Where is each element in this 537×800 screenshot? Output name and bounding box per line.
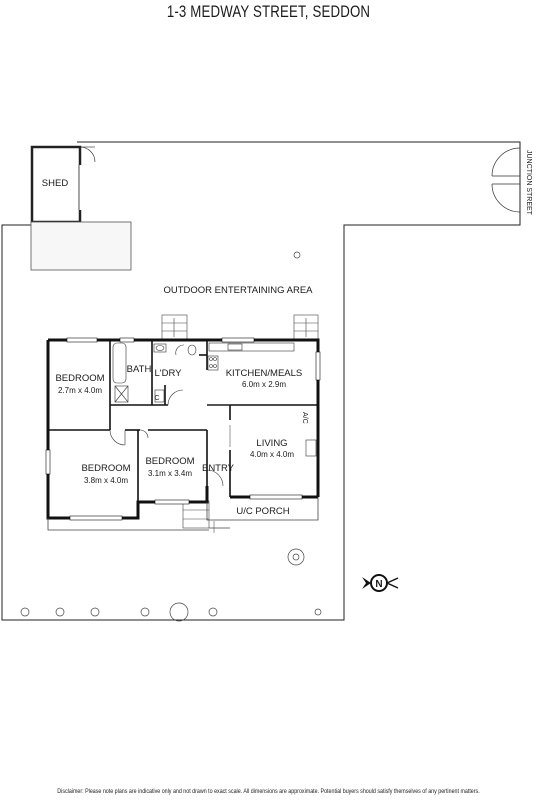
porch <box>47 497 319 531</box>
living-label: LIVING <box>256 438 287 449</box>
living-dim: 4.0m x 4.0m <box>250 450 294 459</box>
kitchen-dim: 6.0m x 2.9m <box>242 380 286 389</box>
street-label: JUNCTION STREET <box>525 150 532 216</box>
doors <box>109 344 230 487</box>
interior-walls <box>48 340 318 502</box>
compass-label: N <box>375 579 382 590</box>
porch-label: U/C PORCH <box>236 506 289 517</box>
bath-label: BATH <box>127 364 152 375</box>
house-walls <box>46 338 320 520</box>
slab <box>30 221 132 271</box>
gate <box>491 147 521 213</box>
ac-label: A/C <box>301 412 308 424</box>
laundry-label: L'DRY <box>155 368 183 379</box>
kitchen-fixtures <box>207 342 317 457</box>
bedroom3-label: BEDROOM <box>145 456 194 467</box>
bedroom2-dim: 3.8m x 4.0m <box>84 476 128 485</box>
bedroom3-dim: 3.1m x 3.4m <box>148 469 192 478</box>
trees <box>20 251 322 622</box>
bedroom1-label: BEDROOM <box>55 373 104 384</box>
bath-fixtures <box>112 342 197 403</box>
property-boundary <box>1 141 521 621</box>
kitchen-label: KITCHEN/MEALS <box>226 368 303 379</box>
page-title: 1-3 MEDWAY STREET, SEDDON <box>166 2 371 21</box>
bedroom1-dim: 2.7m x 4.0m <box>58 386 102 395</box>
outdoor-label: OUTDOOR ENTERTAINING AREA <box>163 285 313 296</box>
entry-label: ENTRY <box>202 463 235 474</box>
flow-arrows <box>213 425 231 533</box>
shed-label: SHED <box>42 178 69 189</box>
compass-icon: N <box>362 574 399 592</box>
windows <box>45 337 321 521</box>
disclaimer: Disclaimer: Please note plans are indica… <box>57 788 480 795</box>
cupboard-label: C <box>154 395 159 402</box>
bedroom2-label: BEDROOM <box>81 463 130 474</box>
